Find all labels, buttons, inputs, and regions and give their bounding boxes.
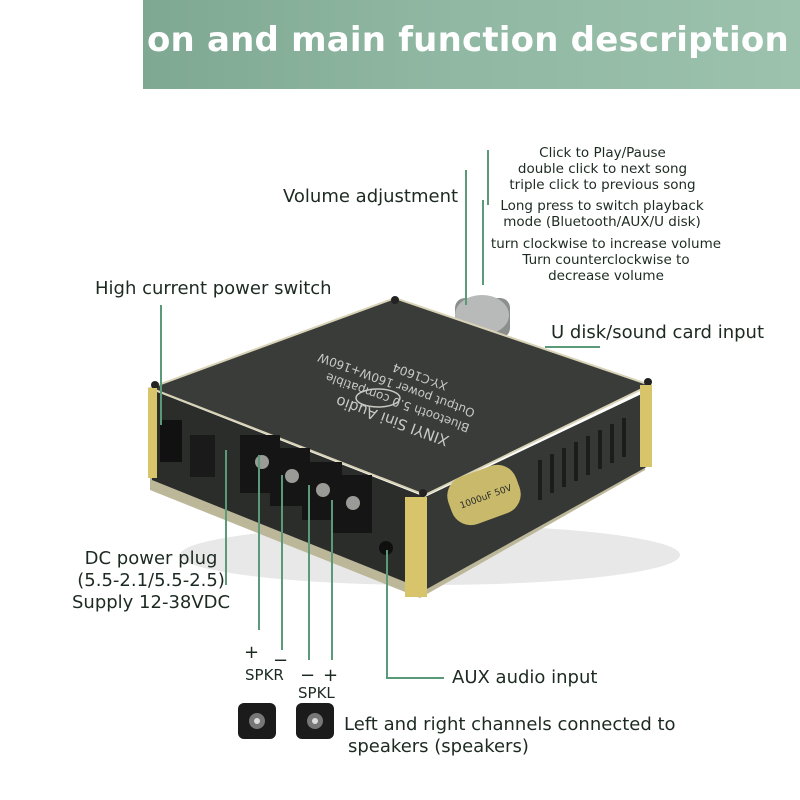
leader-line-knob-brace xyxy=(487,150,489,205)
dc-plug-line: (5.5-2.1/5.5-2.5) xyxy=(77,570,225,591)
leader-line-power xyxy=(160,305,162,425)
knob-function-line: Click to Play/Pause xyxy=(539,145,666,161)
leader-line-spkl xyxy=(308,485,310,660)
leader-line-udisk xyxy=(545,346,600,348)
knob-click-functions: Click to Play/Pause double click to next… xyxy=(500,145,705,193)
speaker-icon xyxy=(238,703,276,739)
knob-function-line: triple click to previous song xyxy=(509,177,696,193)
leader-line-dc xyxy=(225,450,227,585)
dc-plug-line: Supply 12-38VDC xyxy=(72,592,231,613)
knob-longpress-functions: Long press to switch playback mode (Blue… xyxy=(497,198,707,230)
speaker-icon xyxy=(296,703,334,739)
spkl-minus: − xyxy=(300,665,316,686)
knob-function-line: Long press to switch playback xyxy=(500,198,704,214)
spkr-plus: + xyxy=(244,642,260,663)
spkl-label: SPKL xyxy=(298,684,335,702)
leader-line-spkr xyxy=(258,455,260,630)
leader-line-volume xyxy=(465,170,467,305)
leader-line-spkr xyxy=(281,475,283,650)
aux-label: AUX audio input xyxy=(452,667,598,688)
dc-plug-label: DC power plug (5.5-2.1/5.5-2.5) Supply 1… xyxy=(72,548,230,614)
channels-label: Left and right channels connected to spe… xyxy=(344,714,676,758)
udisk-label: U disk/sound card input xyxy=(551,322,765,343)
dc-plug-line: DC power plug xyxy=(84,548,218,569)
spkl-plus: + xyxy=(323,665,339,686)
page-title: on and main function description xyxy=(147,20,789,60)
knob-rotate-functions: turn clockwise to increase volume Turn c… xyxy=(488,236,724,284)
knob-function-line: double click to next song xyxy=(517,161,688,177)
knob-function-line: decrease volume xyxy=(548,268,664,284)
spkr-minus: − xyxy=(273,650,289,671)
leader-line-aux xyxy=(386,677,444,679)
knob-function-line: turn clockwise to increase volume xyxy=(490,236,722,252)
knob-function-line: mode (Bluetooth/AUX/U disk) xyxy=(503,214,701,230)
spkr-label: SPKR xyxy=(245,666,284,684)
leader-line-knob-brace xyxy=(482,200,484,285)
leader-line-aux xyxy=(386,550,388,678)
knob-function-line: Turn counterclockwise to xyxy=(522,252,690,268)
volume-label: Volume adjustment xyxy=(283,186,459,207)
channels-line: Left and right channels connected to xyxy=(344,714,676,735)
channels-line: speakers (speakers) xyxy=(348,736,529,757)
leader-line-spkl xyxy=(331,500,333,660)
header-banner xyxy=(143,0,800,89)
power-switch-label: High current power switch xyxy=(95,278,332,299)
